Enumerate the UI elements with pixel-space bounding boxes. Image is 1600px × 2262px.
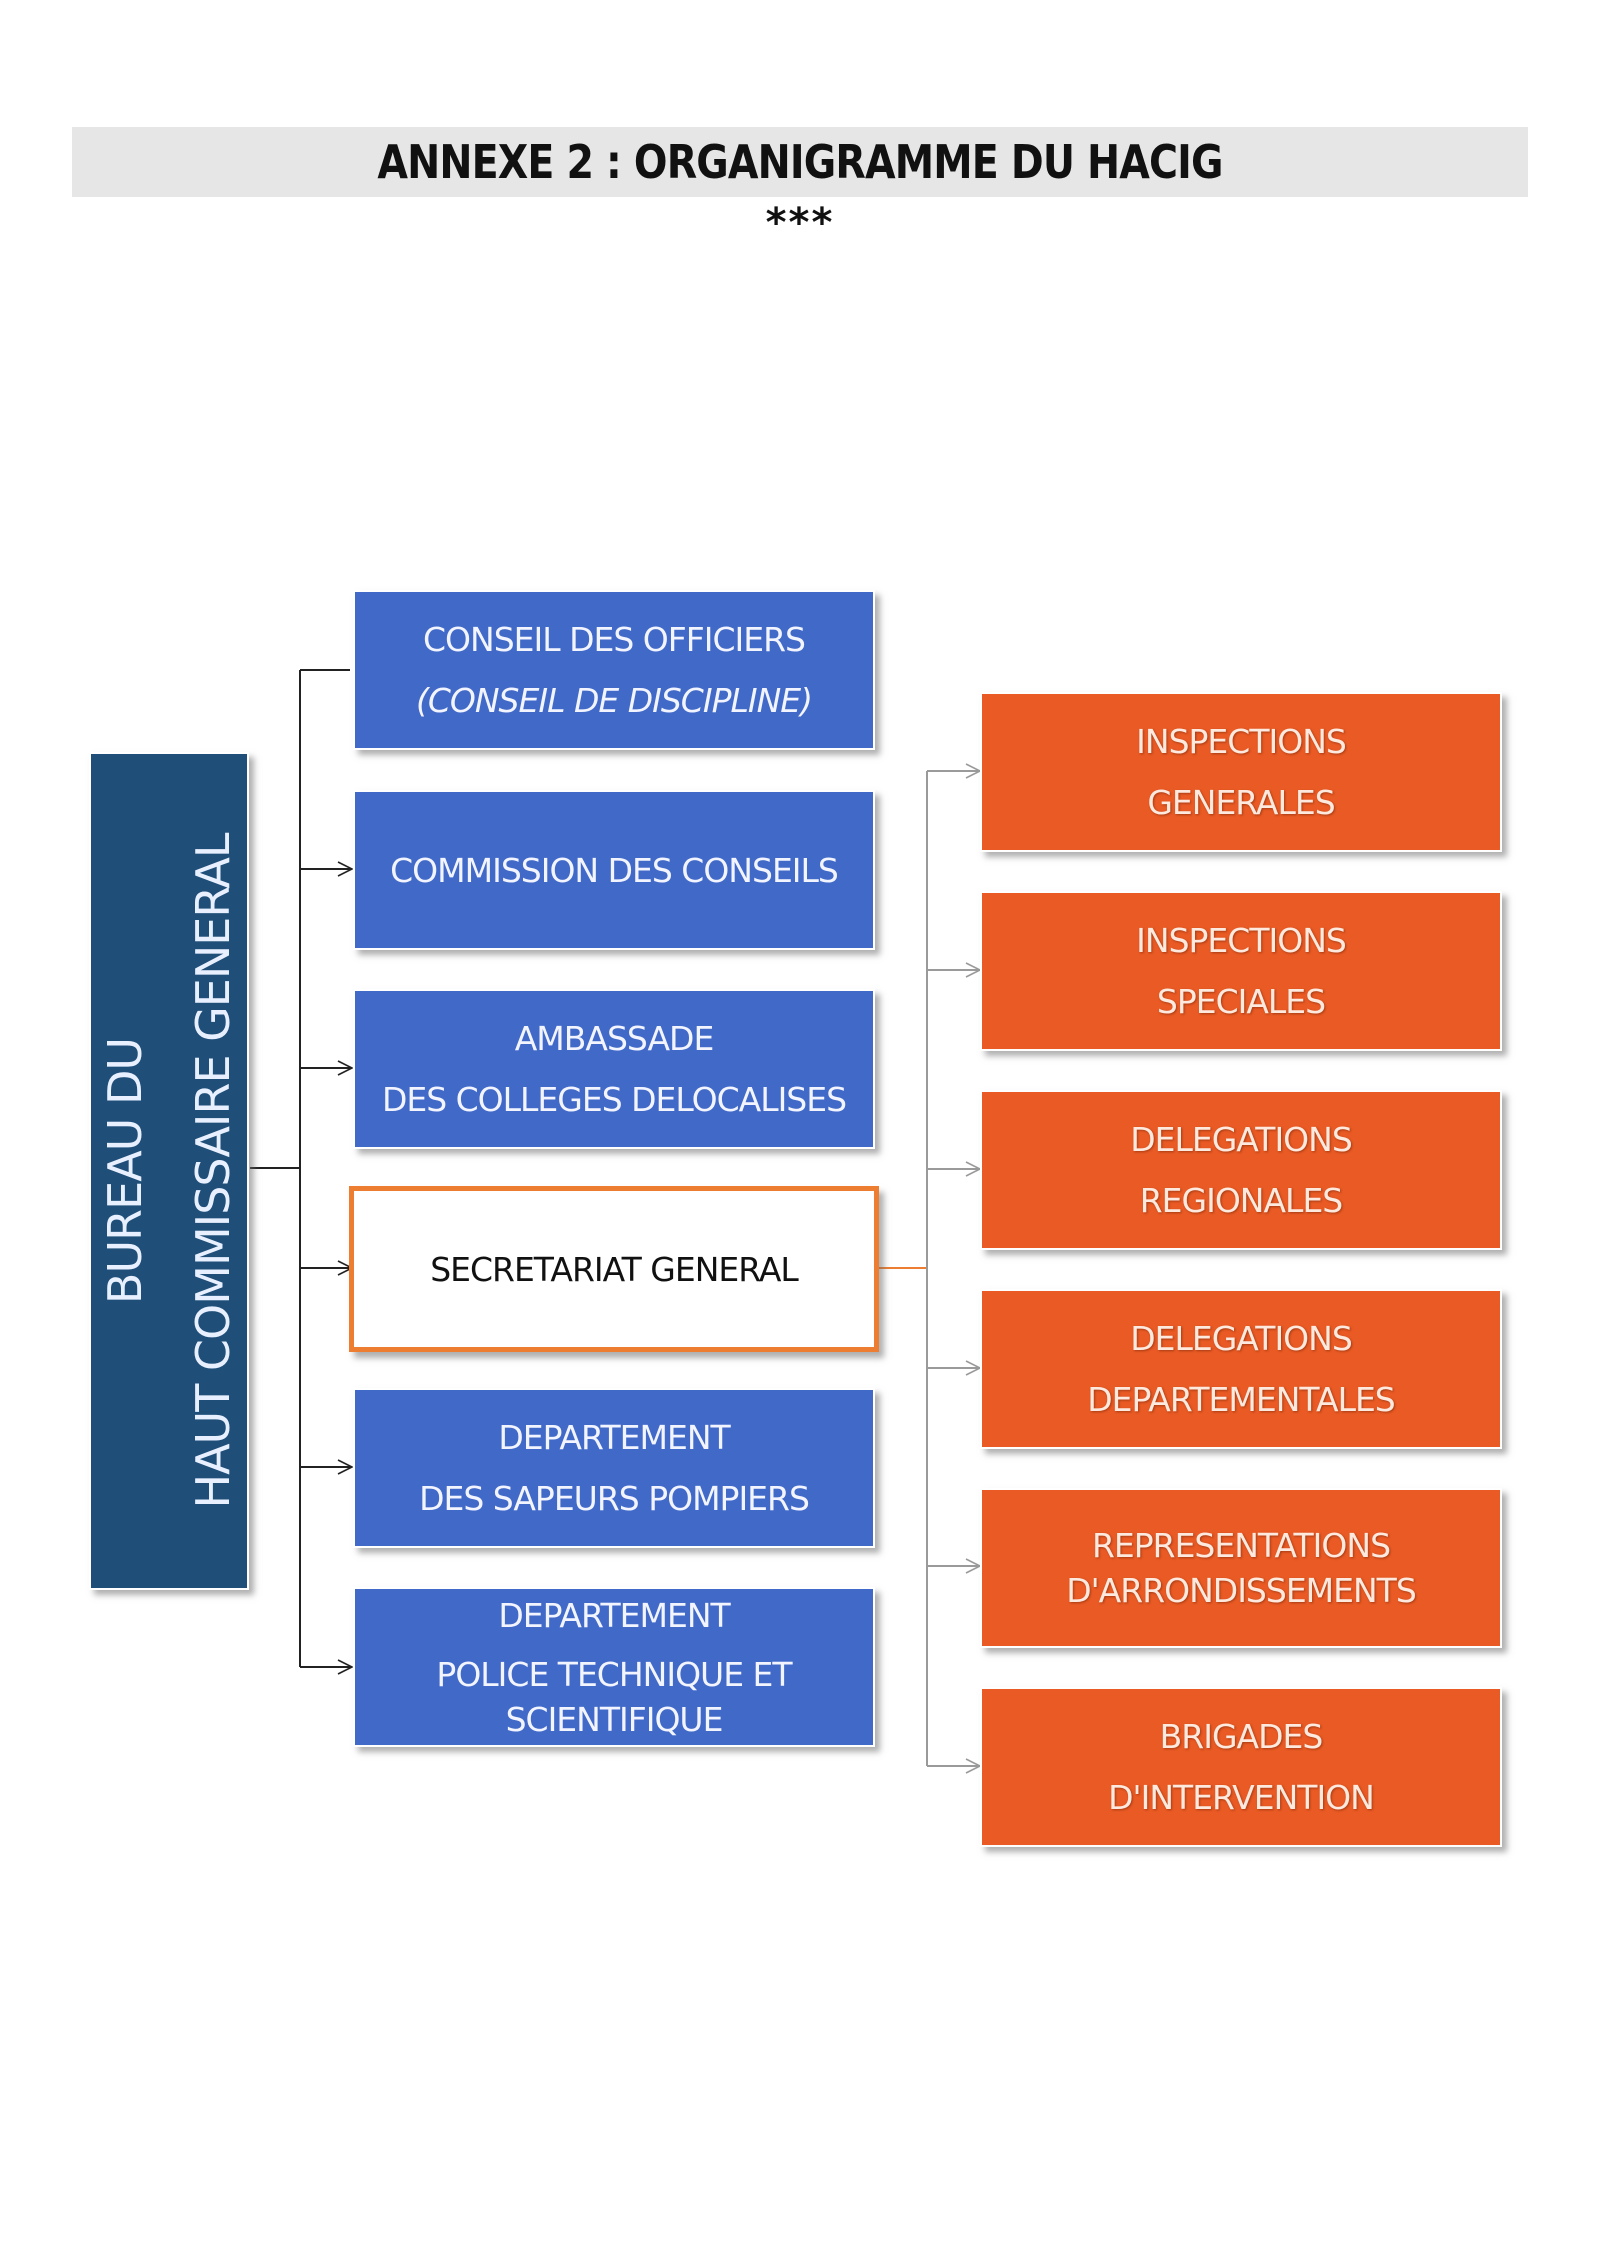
node-delegations-departementales: DELEGATIONS DEPARTEMENTALES	[980, 1289, 1502, 1449]
node-label: DELEGATIONS	[1130, 1120, 1353, 1159]
node-label: (CONSEIL DE DISCIPLINE)	[415, 681, 813, 720]
node-label: SECRETARIAT GENERAL	[430, 1249, 799, 1289]
node-inspections-generales: INSPECTIONS GENERALES	[980, 692, 1502, 852]
node-police-technique: DEPARTEMENT POLICE TECHNIQUE ET SCIENTIF…	[353, 1587, 875, 1747]
node-label: INSPECTIONS	[1136, 921, 1347, 960]
root-line-2: HAUT COMMISSAIRE GENERAL	[186, 833, 240, 1509]
node-label: BRIGADES	[1159, 1717, 1324, 1756]
node-label: DEPARTEMENT	[498, 1418, 730, 1457]
node-label: DELEGATIONS	[1130, 1319, 1353, 1358]
node-commission-conseils: COMMISSION DES CONSEILS	[353, 790, 875, 950]
node-label: D'ARRONDISSEMENTS	[1066, 1571, 1417, 1610]
node-label: REGIONALES	[1139, 1181, 1344, 1220]
node-label: AMBASSADE	[514, 1019, 715, 1058]
node-label: POLICE TECHNIQUE ET	[436, 1654, 792, 1694]
node-sapeurs-pompiers: DEPARTEMENT DES SAPEURS POMPIERS	[353, 1388, 875, 1548]
node-label: REPRESENTATIONS	[1091, 1526, 1391, 1565]
node-label: DES SAPEURS POMPIERS	[419, 1479, 810, 1518]
node-conseil-officiers: CONSEIL DES OFFICIERS (CONSEIL DE DISCIP…	[353, 590, 875, 750]
node-label: DES COLLEGES DELOCALISES	[381, 1080, 847, 1119]
root-node-bureau: BUREAU DU HAUT COMMISSAIRE GENERAL	[89, 752, 249, 1590]
node-label: GENERALES	[1147, 783, 1335, 822]
node-label: D'INTERVENTION	[1108, 1778, 1375, 1817]
node-label: SPECIALES	[1156, 982, 1326, 1021]
node-inspections-speciales: INSPECTIONS SPECIALES	[980, 891, 1502, 1051]
root-node-label: BUREAU DU HAUT COMMISSAIRE GENERAL	[81, 761, 257, 1581]
node-delegations-regionales: DELEGATIONS REGIONALES	[980, 1090, 1502, 1250]
node-ambassade: AMBASSADE DES COLLEGES DELOCALISES	[353, 989, 875, 1149]
node-label: DEPARTEMENTALES	[1087, 1380, 1396, 1419]
node-label: CONSEIL DES OFFICIERS	[423, 620, 806, 659]
page-title: ANNEXE 2 : ORGANIGRAMME DU HACIG	[377, 135, 1223, 189]
node-label: COMMISSION DES CONSEILS	[390, 850, 839, 890]
node-secretariat-general: SECRETARIAT GENERAL	[349, 1186, 879, 1352]
node-label: SCIENTIFIQUE	[505, 1699, 724, 1739]
node-representations: REPRESENTATIONS D'ARRONDISSEMENTS	[980, 1488, 1502, 1648]
title-bar: ANNEXE 2 : ORGANIGRAMME DU HACIG	[72, 127, 1528, 197]
root-line-1: BUREAU DU	[98, 1037, 152, 1305]
node-label: INSPECTIONS	[1136, 722, 1347, 761]
node-brigades-intervention: BRIGADES D'INTERVENTION	[980, 1687, 1502, 1847]
node-label: DEPARTEMENT	[498, 1595, 730, 1635]
title-separator: ***	[765, 200, 835, 246]
